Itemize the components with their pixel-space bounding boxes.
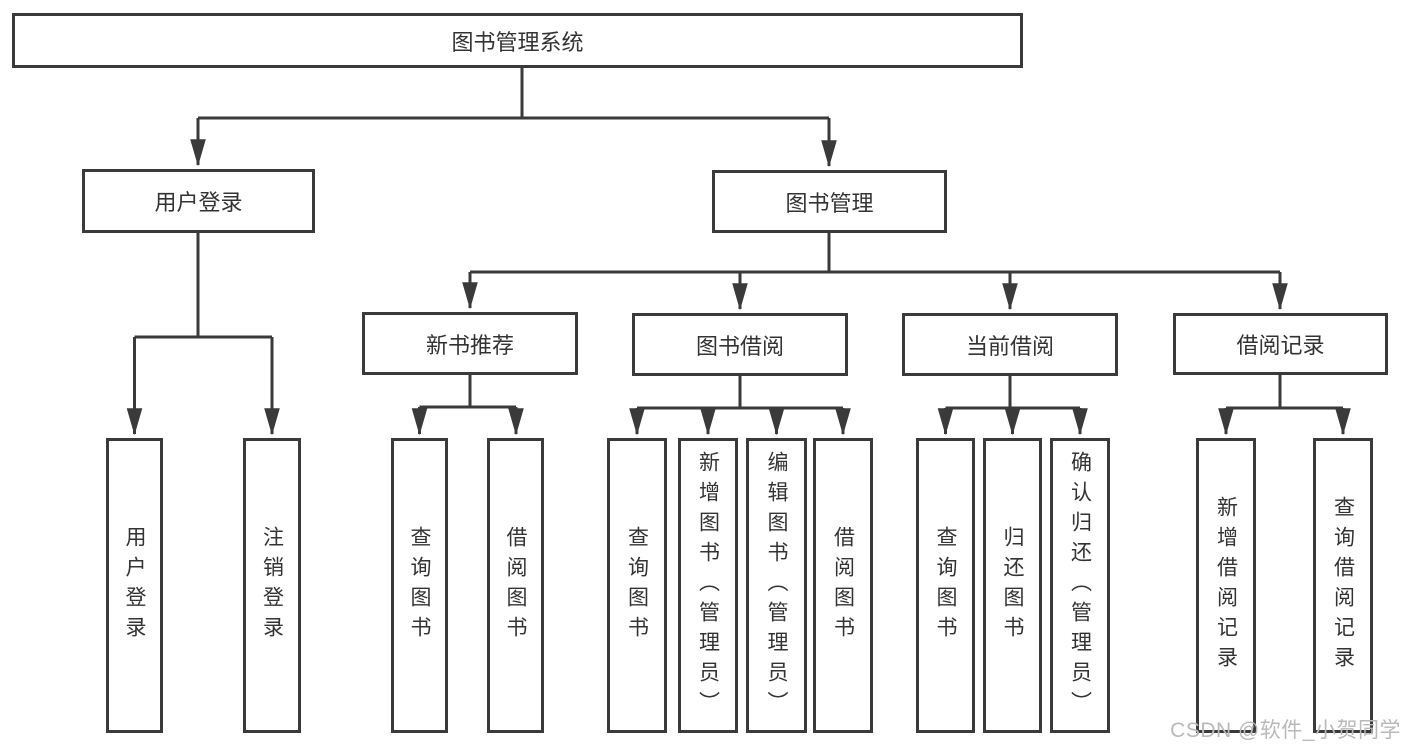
node-book-management: 图书管理 [712, 170, 947, 233]
leaf-return-book: 归还图书 [983, 438, 1042, 733]
leaf-current-query-book: 查询图书 [916, 438, 975, 733]
node-current-borrowing: 当前借阅 [902, 313, 1118, 376]
leaf-borrowing-query-book: 查询图书 [607, 438, 667, 733]
leaf-query-borrow-record: 查询借阅记录 [1313, 438, 1373, 733]
leaf-recommend-query-book: 查询图书 [391, 438, 448, 733]
leaf-add-book-admin: 新增图书（管理员） [678, 438, 738, 733]
leaf-confirm-return-admin: 确认归还（管理员） [1050, 438, 1110, 733]
csdn-watermark: CSDN @软件_小贺同学 [1170, 719, 1401, 742]
node-borrow-records: 借阅记录 [1173, 313, 1388, 375]
leaf-recommend-borrow-book: 借阅图书 [487, 438, 544, 733]
node-user-login: 用户登录 [82, 169, 315, 233]
node-book-borrowing: 图书借阅 [632, 313, 848, 376]
leaf-edit-book-admin: 编辑图书（管理员） [746, 438, 807, 733]
leaf-user-login: 用户登录 [106, 438, 163, 733]
node-root-library-system: 图书管理系统 [12, 13, 1023, 68]
leaf-borrow-book: 借阅图书 [813, 438, 873, 733]
leaf-logout: 注销登录 [243, 438, 301, 733]
node-new-book-recommend: 新书推荐 [362, 312, 578, 375]
leaf-add-borrow-record: 新增借阅记录 [1196, 438, 1256, 733]
